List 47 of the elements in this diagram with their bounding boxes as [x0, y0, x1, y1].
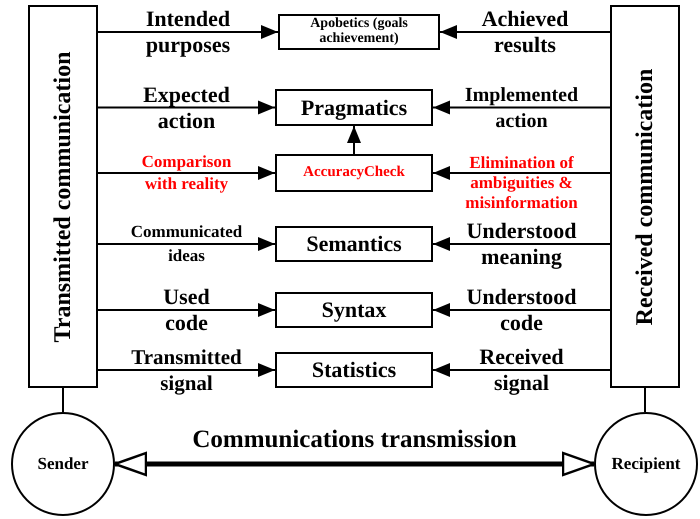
arrow — [433, 237, 610, 251]
node-label: Sender — [38, 455, 88, 473]
arrow — [433, 100, 610, 114]
process-box — [275, 154, 433, 192]
edge-label: Elimination of ambiguities & misinformation — [464, 153, 579, 213]
arrow — [98, 363, 275, 377]
process-box — [275, 292, 433, 328]
edge-label: Intended purposes — [144, 6, 232, 58]
vertical-box — [28, 5, 98, 388]
arrow — [98, 25, 278, 39]
node-label: Recipient — [612, 455, 680, 473]
edge-label: Expected action — [142, 82, 231, 134]
node-label: Apobetics (goals achievement) — [309, 17, 409, 47]
arrow — [98, 237, 275, 251]
edge-label: Communications transmission — [191, 425, 518, 455]
arrow — [98, 303, 275, 317]
connector-line — [644, 388, 646, 412]
edge-label: Transmitted signal — [130, 344, 243, 396]
process-box — [275, 352, 433, 388]
node-label: Semantics — [306, 232, 402, 256]
edge-label: Implemented action — [464, 82, 580, 134]
edge-label: Achieved results — [480, 6, 570, 58]
arrow — [98, 100, 275, 114]
process-box — [278, 14, 440, 50]
arrow — [440, 25, 610, 39]
vertical-label: Received communication — [631, 68, 659, 325]
double-arrow — [114, 452, 596, 476]
vertical-box — [610, 5, 680, 388]
node-label: Pragmatics — [300, 96, 408, 120]
arrow — [433, 166, 610, 180]
process-box — [275, 226, 433, 262]
arrow — [433, 363, 610, 377]
edge-label: Comparison with reality — [140, 151, 232, 195]
edge-label: Received signal — [478, 344, 565, 396]
edge-label: Used code — [162, 284, 211, 336]
process-box — [275, 89, 433, 126]
node-label: Statistics — [312, 358, 396, 382]
node-label: AccuracyCheck — [303, 165, 405, 181]
edge-label: Understood code — [465, 284, 578, 336]
edge-label: Understood meaning — [465, 218, 578, 270]
vertical-label: Transmitted communication — [49, 51, 77, 342]
arrow — [98, 166, 275, 180]
node-label: Syntax — [322, 298, 386, 322]
arrow — [347, 126, 361, 154]
edge-label: Communicated ideas — [130, 221, 244, 267]
arrow — [433, 303, 610, 317]
connector-line — [62, 388, 64, 412]
